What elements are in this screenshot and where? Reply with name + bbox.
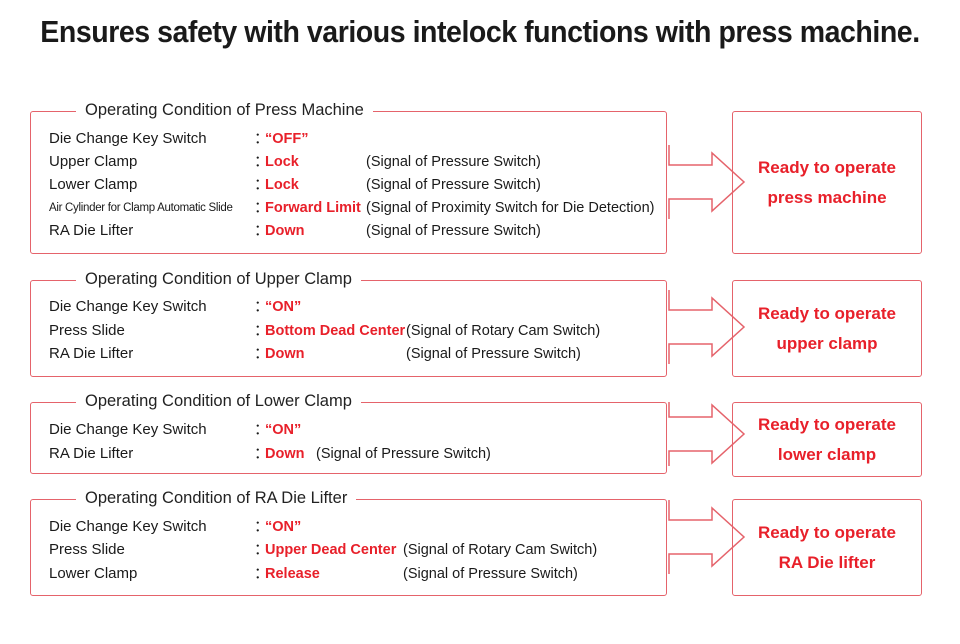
result-line: RA Die lifter (778, 552, 876, 572)
arrow-lower-clamp (668, 402, 746, 466)
result-box-upper-clamp: Ready to operate upper clamp (732, 280, 922, 377)
condition-heading: Operating Condition of Upper Clamp (76, 269, 361, 289)
condition-label: RA Die Lifter (49, 222, 134, 239)
condition-value: Down (265, 223, 305, 239)
condition-label: Die Change Key Switch (49, 298, 207, 315)
condition-colon: ： (254, 153, 270, 170)
result-box-press-machine: Ready to operate press machine (732, 111, 922, 254)
condition-label: Press Slide (49, 322, 125, 339)
condition-label: Die Change Key Switch (49, 130, 207, 147)
condition-heading: Operating Condition of Press Machine (76, 100, 373, 120)
condition-colon: ： (254, 222, 270, 239)
condition-colon: ： (254, 565, 270, 582)
page-title: Ensures safety with various intelock fun… (40, 14, 920, 49)
condition-value: Forward Limit (265, 200, 361, 216)
condition-box-press-machine: Operating Condition of Press Machine Die… (30, 100, 667, 254)
signal-source: (Signal of Pressure Switch) (316, 446, 491, 462)
signal-source: (Signal of Rotary Cam Switch) (406, 323, 601, 339)
condition-label: RA Die Lifter (49, 445, 134, 462)
arrow-ra-die-lifter (668, 500, 746, 574)
condition-box-lower-clamp: Operating Condition of Lower Clamp Die C… (30, 391, 667, 474)
condition-colon: ： (254, 345, 270, 362)
result-line: Ready to operate (758, 303, 896, 323)
condition-label: Lower Clamp (49, 565, 138, 582)
arrow-upper-clamp (668, 290, 746, 364)
condition-label: Die Change Key Switch (49, 421, 207, 438)
condition-label: Air Cylinder for Clamp Automatic Slide (49, 202, 233, 214)
condition-colon: ： (254, 130, 270, 147)
condition-value: Upper Dead Center (265, 542, 397, 558)
condition-colon: ： (254, 322, 270, 339)
condition-value: “ON” (265, 519, 302, 535)
condition-value: Lock (265, 177, 299, 193)
condition-label: Die Change Key Switch (49, 518, 207, 535)
signal-source: (Signal of Pressure Switch) (366, 223, 541, 239)
condition-colon: ： (254, 199, 270, 216)
result-box-ra-die-lifter: Ready to operate RA Die lifter (732, 499, 922, 596)
result-line: lower clamp (777, 444, 877, 464)
arrow-press-machine (668, 145, 746, 219)
condition-label: RA Die Lifter (49, 345, 134, 362)
result-line: Ready to operate (758, 157, 896, 177)
condition-colon: ： (254, 421, 270, 438)
result-line: Ready to operate (758, 522, 896, 542)
condition-box-upper-clamp: Operating Condition of Upper Clamp Die C… (30, 269, 667, 377)
result-line: upper clamp (776, 333, 878, 353)
condition-value: Lock (265, 154, 299, 170)
condition-colon: ： (254, 176, 270, 193)
condition-heading: Operating Condition of Lower Clamp (76, 391, 361, 411)
condition-value: Release (265, 566, 320, 582)
signal-source: (Signal of Proximity Switch for Die Dete… (366, 200, 655, 216)
condition-heading: Operating Condition of RA Die Lifter (76, 488, 357, 508)
condition-colon: ： (254, 445, 270, 462)
condition-colon: ： (254, 541, 270, 558)
condition-box-ra-die-lifter: Operating Condition of RA Die Lifter Die… (30, 488, 667, 596)
condition-label: Press Slide (49, 541, 125, 558)
condition-label: Upper Clamp (49, 153, 138, 170)
signal-source: (Signal of Pressure Switch) (403, 566, 578, 582)
signal-source: (Signal of Pressure Switch) (366, 154, 541, 170)
condition-colon: ： (254, 298, 270, 315)
condition-value: “OFF” (265, 131, 309, 147)
result-line: Ready to operate (758, 414, 896, 434)
result-box-lower-clamp: Ready to operate lower clamp (732, 402, 922, 477)
condition-value: Bottom Dead Center (265, 323, 406, 339)
condition-value: “ON” (265, 422, 302, 438)
signal-source: (Signal of Pressure Switch) (406, 346, 581, 362)
condition-label: Lower Clamp (49, 176, 138, 193)
result-line: press machine (767, 187, 887, 207)
condition-value: Down (265, 446, 305, 462)
condition-value: “ON” (265, 299, 302, 315)
signal-source: (Signal of Rotary Cam Switch) (403, 542, 598, 558)
condition-value: Down (265, 346, 305, 362)
signal-source: (Signal of Pressure Switch) (366, 177, 541, 193)
condition-colon: ： (254, 518, 270, 535)
